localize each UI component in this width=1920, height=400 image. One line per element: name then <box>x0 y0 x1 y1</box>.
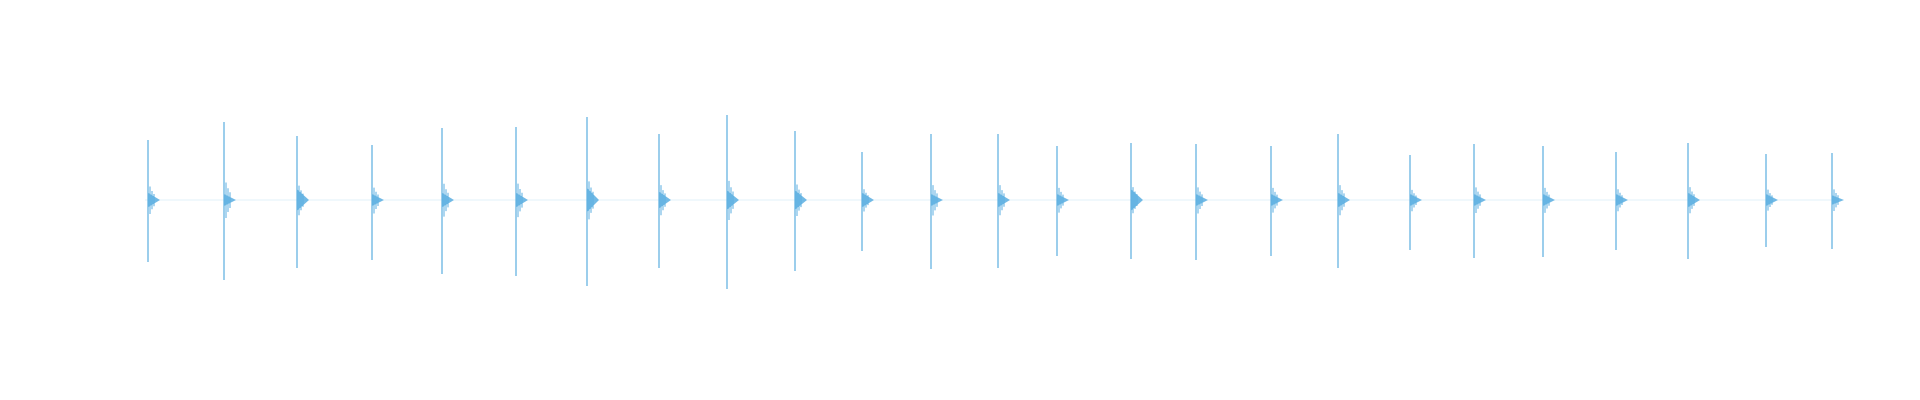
transient-tail <box>1057 194 1069 206</box>
transient-tail <box>1474 194 1486 206</box>
transient-tail <box>224 194 236 206</box>
waveform-transient <box>794 131 807 271</box>
transient-tail <box>587 188 599 212</box>
waveform-transient <box>1270 146 1283 256</box>
waveform-transient <box>1409 155 1422 250</box>
transient-tail <box>1616 194 1628 206</box>
waveform-transient <box>296 136 309 268</box>
transient-tail <box>372 194 384 206</box>
transient-tail <box>1688 192 1700 208</box>
waveform-transient <box>586 117 599 286</box>
transient-tail <box>1271 194 1283 206</box>
waveform-transient <box>223 122 236 280</box>
transient-tail <box>998 192 1010 208</box>
waveform-transient <box>658 134 671 268</box>
waveform-transient <box>441 128 454 274</box>
transient-tail <box>1196 194 1208 206</box>
waveform-transient <box>1542 146 1555 257</box>
waveform-transient <box>861 152 874 251</box>
transient-tail <box>1543 194 1555 206</box>
transient-tail <box>931 194 943 206</box>
transients-layer <box>147 115 1844 289</box>
transient-tail <box>442 192 454 208</box>
transient-tail <box>862 192 874 208</box>
waveform-transient <box>1195 144 1208 260</box>
waveform-transient <box>1130 143 1143 259</box>
waveform-transient <box>1056 146 1069 256</box>
waveform-transient <box>1831 153 1844 249</box>
transient-tail <box>1832 195 1844 205</box>
transient-tail <box>516 192 528 208</box>
waveform-transient <box>997 134 1010 268</box>
waveform-transient <box>726 115 739 289</box>
waveform-transient <box>515 127 528 276</box>
transient-tail <box>297 189 309 211</box>
transient-tail <box>727 190 739 210</box>
transient-tail <box>148 192 160 208</box>
waveform-transient <box>371 145 384 260</box>
waveform-transient <box>1473 144 1486 258</box>
waveform-transient <box>930 134 943 269</box>
waveform-transient <box>147 140 160 262</box>
transient-tail <box>795 190 807 210</box>
transient-tail <box>1338 192 1350 208</box>
transient-tail <box>659 191 671 209</box>
transient-tail <box>1410 194 1422 206</box>
transient-tail <box>1131 189 1143 211</box>
transient-tail <box>1766 194 1778 206</box>
waveform-transient <box>1765 154 1778 247</box>
waveform-transient <box>1337 134 1350 268</box>
waveform-transient <box>1615 152 1628 250</box>
waveform-transient <box>1687 143 1700 259</box>
